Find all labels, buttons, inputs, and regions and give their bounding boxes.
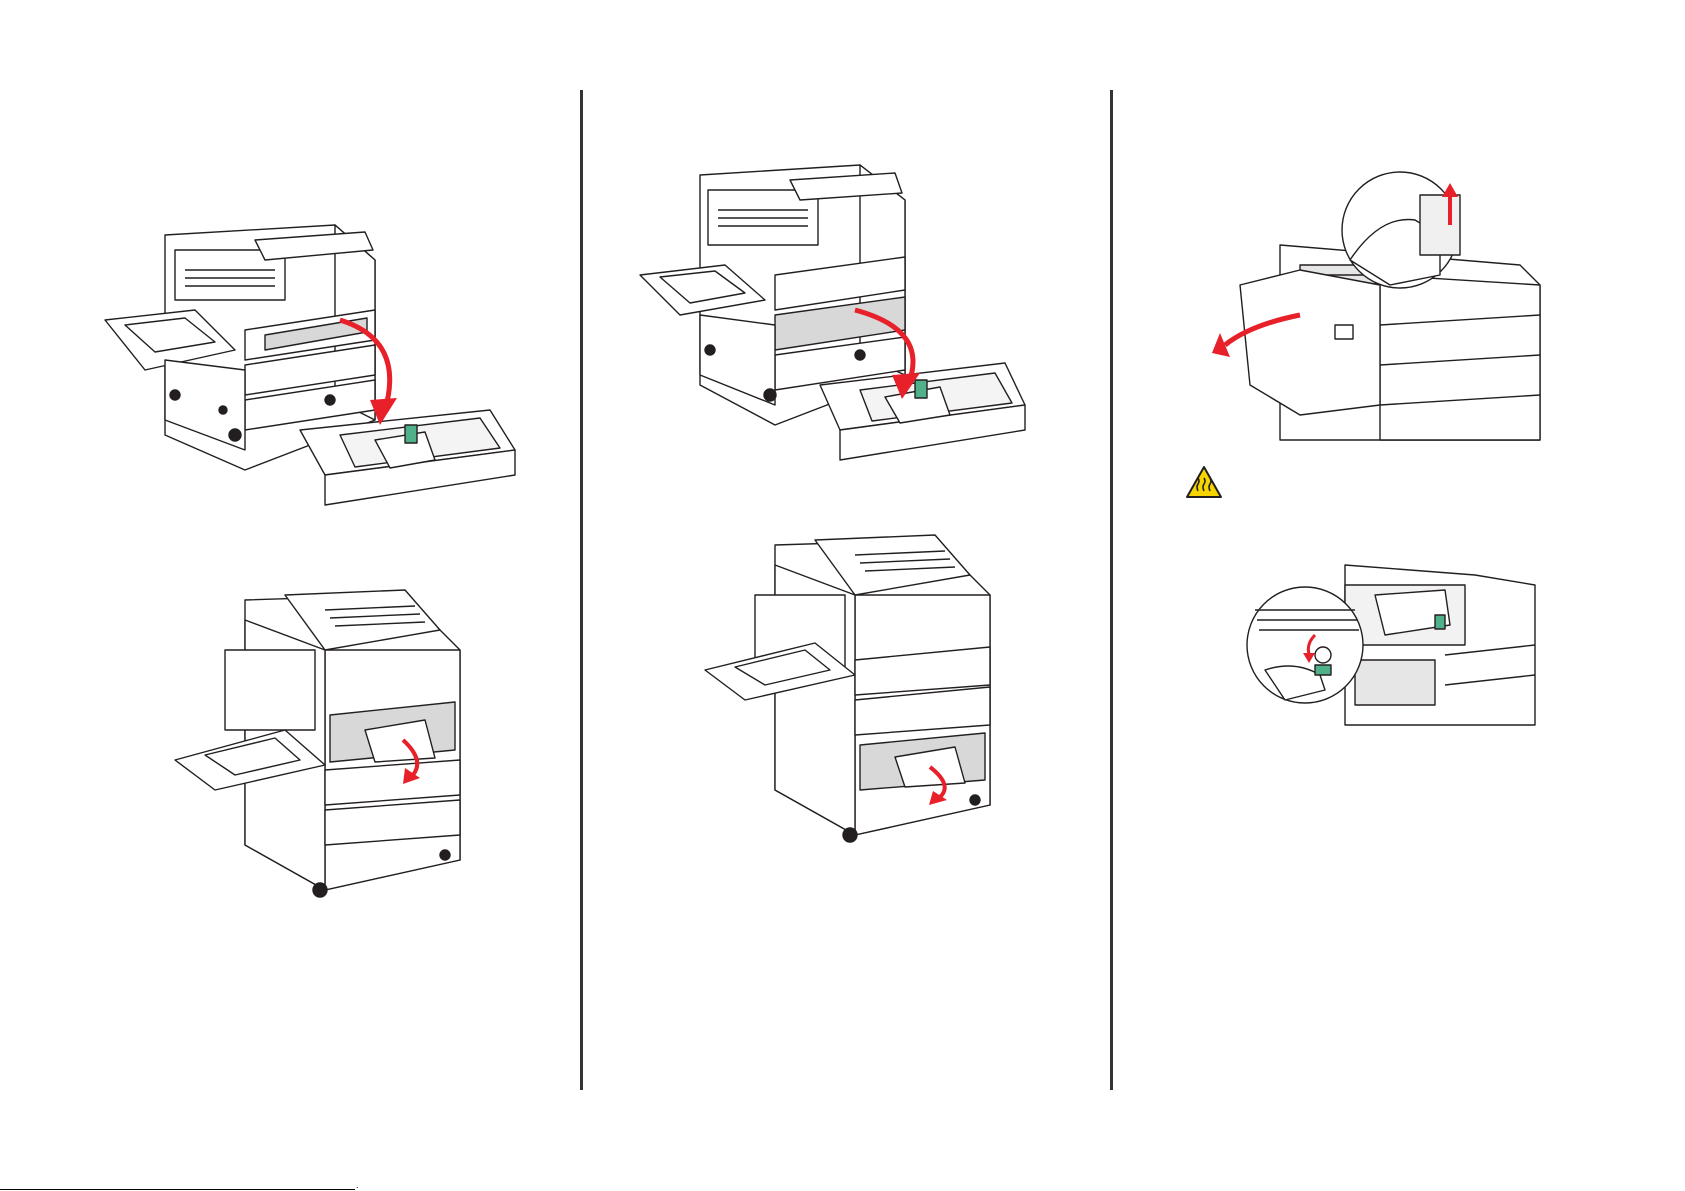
footer-rule [0,1189,355,1190]
figure-tray-removal-left [105,220,545,550]
figure-door-open-right [1240,175,1540,440]
column-divider-left [580,90,583,1090]
column-divider-right [1110,90,1113,1090]
figure-tray-removal-center [640,165,1080,495]
footer-mark: . [356,1180,359,1190]
printer-with-removed-tray-icon [105,220,545,550]
figure-tray-jam-center [705,535,1015,845]
figure-tray-jam-left [175,590,485,900]
hot-surface-icon [1185,465,1223,499]
figure-fuser-jam-right [1245,565,1535,725]
printer-tray-opening-jam-icon [175,590,485,900]
figure-hot-surface-warning [1185,465,1223,499]
printer-side-door-open-latch-icon [1240,175,1540,440]
printer-lower-tray-jam-icon [705,535,1015,845]
printer-fuser-knob-turn-icon [1245,565,1535,725]
printer-with-removed-lower-tray-icon [640,165,1080,495]
